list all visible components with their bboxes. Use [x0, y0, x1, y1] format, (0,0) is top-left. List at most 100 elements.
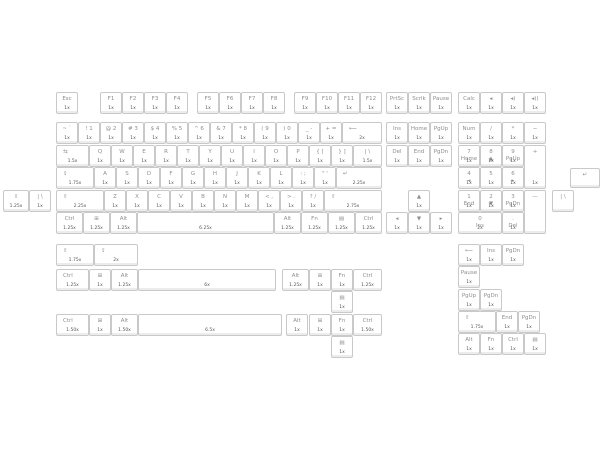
- key-b2-win[interactable]: ⊞1x: [89, 314, 111, 336]
- key-minus[interactable]: _ -1x: [298, 122, 320, 144]
- key-right[interactable]: ▸1x: [430, 212, 452, 234]
- key-period[interactable]: > .1x: [280, 190, 302, 212]
- key-alt-menu[interactable]: ▤1x: [524, 333, 546, 355]
- key-alt-lshift[interactable]: ⇧1.75x: [56, 244, 94, 266]
- key-rbracket[interactable]: } ]1x: [331, 145, 353, 167]
- key-up[interactable]: ▲1x: [408, 190, 430, 212]
- key-backslash[interactable]: | \1.5x: [353, 145, 382, 167]
- key-b2-rwin[interactable]: ⊞1x: [309, 314, 331, 336]
- key-backspace[interactable]: ⟵2x: [342, 122, 382, 144]
- key-num-8[interactable]: 8▲1x: [480, 145, 502, 167]
- key-num-enter[interactable]: —: [524, 190, 546, 234]
- key-lshift[interactable]: ⇧2.25x: [56, 190, 104, 212]
- key-grave[interactable]: ~ `1x: [56, 122, 78, 144]
- key-b1-win[interactable]: ⊞1x: [89, 269, 111, 291]
- key-equal[interactable]: + =1x: [320, 122, 342, 144]
- key-mute[interactable]: ◂1x: [480, 92, 502, 114]
- key-down[interactable]: ▼1x: [408, 212, 430, 234]
- key-b2-menu[interactable]: ▤1x: [331, 336, 353, 358]
- key-num-4[interactable]: 4◂1x: [458, 167, 480, 189]
- key-tab[interactable]: ⇆1.5x: [56, 145, 89, 167]
- key-iso-lshift[interactable]: ⇧1.25x: [3, 190, 29, 212]
- key-num-plus[interactable]: +1x: [524, 145, 546, 189]
- key-iso-enter[interactable]: ↵: [570, 168, 600, 188]
- key-b2-space[interactable]: 6.5x: [138, 314, 282, 336]
- key-num-multiply[interactable]: *1x: [502, 122, 524, 144]
- key-space[interactable]: 6.25x: [137, 212, 274, 234]
- key-left[interactable]: ◂1x: [386, 212, 408, 234]
- key-capslock[interactable]: ⇪1.75x: [56, 167, 94, 189]
- key-vol-down[interactable]: ◂)1x: [502, 92, 524, 114]
- key-alt-shift-175[interactable]: ⇧1.75x: [458, 311, 496, 333]
- key-num-2[interactable]: 2▼1x: [480, 190, 502, 212]
- key-quote[interactable]: " '1x: [314, 167, 336, 189]
- key-lbracket[interactable]: { [1x: [309, 145, 331, 167]
- key-num-minus[interactable]: −1x: [524, 122, 546, 144]
